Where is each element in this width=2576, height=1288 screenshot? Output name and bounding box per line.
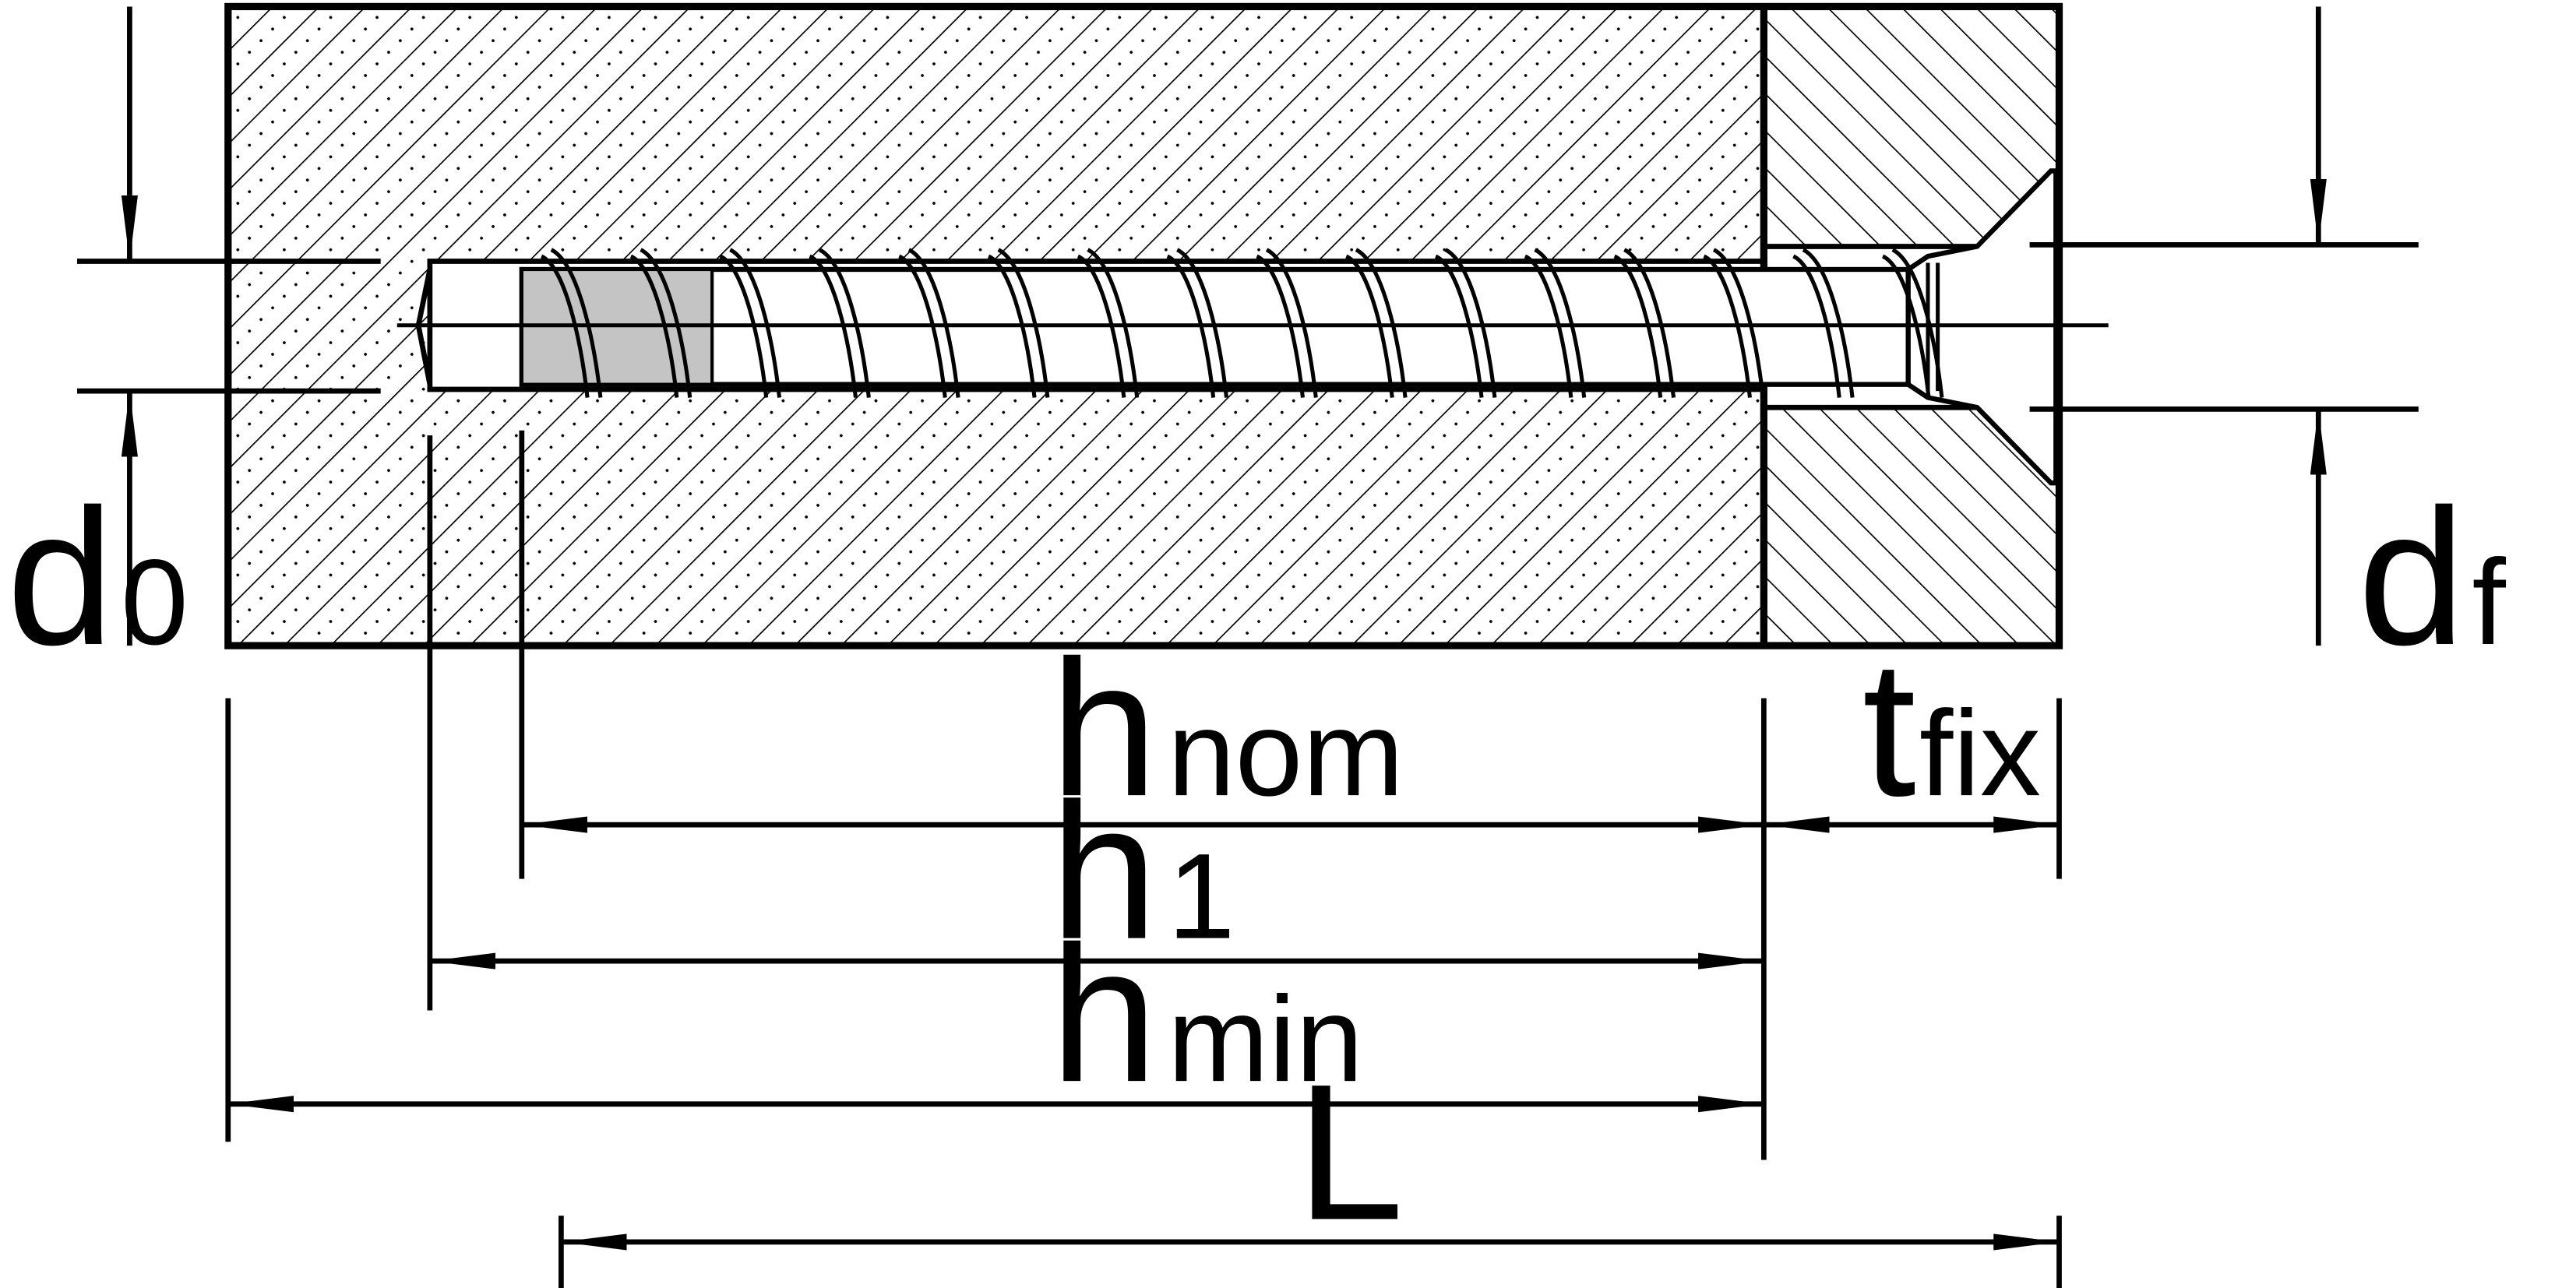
thread-flank: [1524, 248, 1587, 398]
hnom-label-sub: nom: [1168, 686, 1404, 822]
svg-text:d0: d0: [6, 469, 188, 685]
d0-label: d: [6, 469, 114, 685]
thread-flank: [1077, 248, 1140, 398]
svg-text:h1: h1: [1050, 762, 1235, 979]
screw-threads: [540, 248, 1944, 398]
hmin-label: h: [1050, 906, 1158, 1122]
svg-text:tfix: tfix: [1862, 620, 2041, 836]
thread-flank: [629, 248, 692, 398]
thread-flank: [809, 248, 871, 398]
h1-label: h: [1050, 762, 1158, 979]
tfix-dimension: tfix: [1764, 620, 2060, 836]
h1-label-sub: 1: [1168, 829, 1235, 965]
thread-flank: [987, 248, 1050, 398]
thread-flank: [1345, 248, 1408, 398]
df-label-sub: f: [2472, 535, 2507, 670]
thread-flank: [898, 248, 960, 398]
hnom-label: h: [1050, 620, 1158, 836]
thread-flank: [540, 248, 603, 398]
thread-flank: [1166, 248, 1229, 398]
screw-length-dimension: L: [561, 1043, 2060, 1260]
tfix-label: t: [1862, 620, 1916, 836]
svg-text:L: L: [1296, 1043, 1404, 1260]
tfix-label-sub: fix: [1919, 686, 2041, 822]
thread-flank: [1881, 248, 1944, 398]
L-label: L: [1296, 1043, 1404, 1260]
hmin-label-sub: min: [1168, 972, 1363, 1107]
df-label: d: [2358, 469, 2465, 685]
thread-flank: [1256, 248, 1318, 398]
thread-flank: [1434, 248, 1497, 398]
thread-flank: [1792, 248, 1855, 398]
thread-flank: [1703, 248, 1765, 398]
thread-flank: [1613, 248, 1676, 398]
svg-text:df: df: [2358, 469, 2507, 685]
thread-flank: [719, 248, 782, 398]
d0-label-sub: 0: [121, 535, 189, 670]
